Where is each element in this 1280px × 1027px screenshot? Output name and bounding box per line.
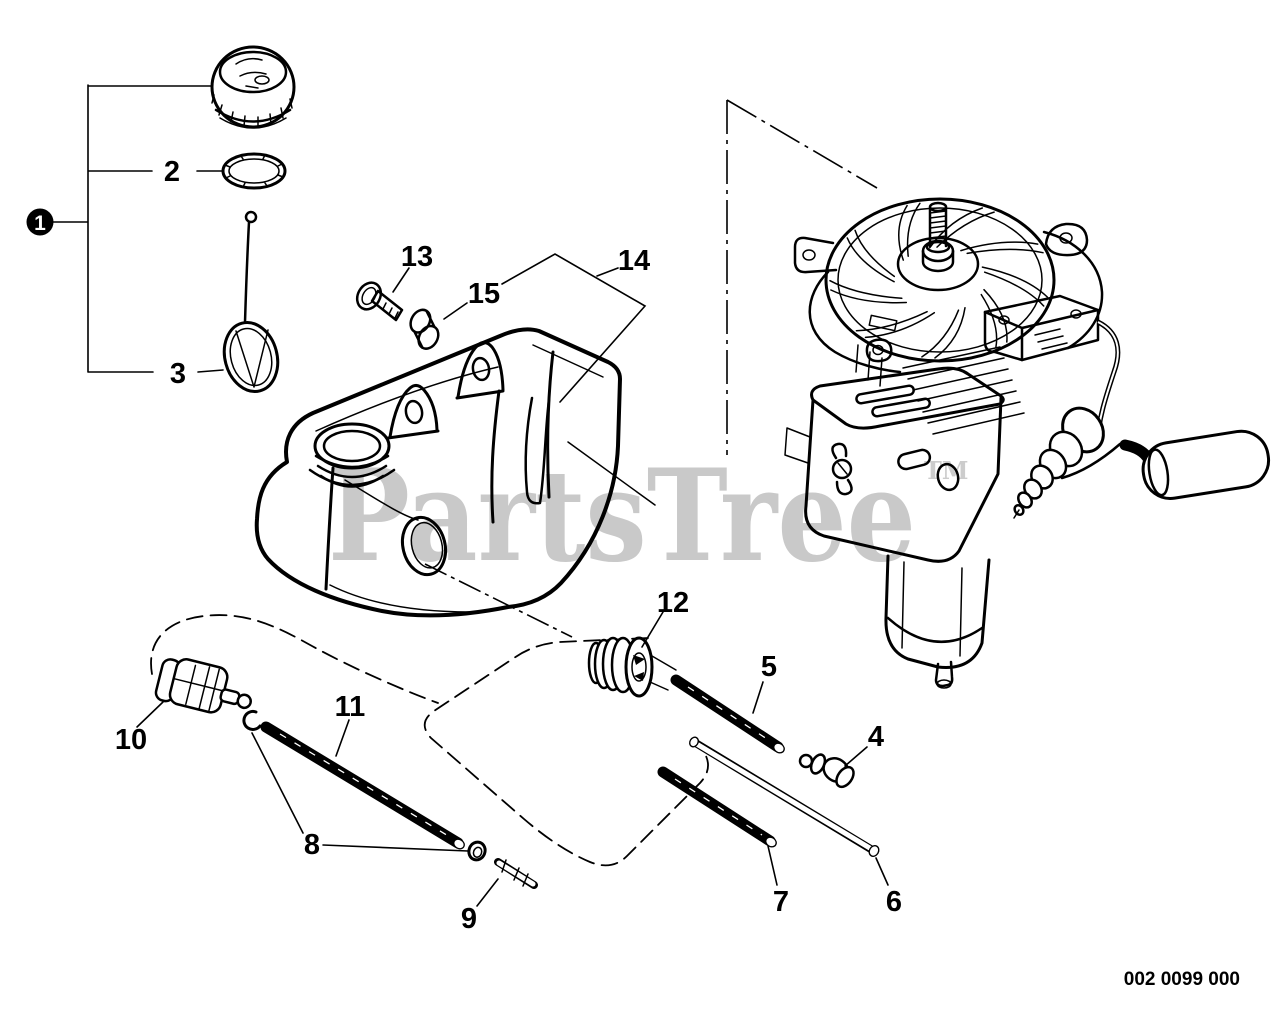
leader-5: [752, 681, 764, 714]
flywheel: [824, 197, 1056, 363]
leader-8: [251, 732, 469, 852]
engine-backplate: [808, 270, 902, 374]
leader-lines: [136, 253, 889, 907]
watermark-trademark: TM: [924, 456, 968, 485]
callout-1-badge: 1: [26, 208, 54, 236]
callout-6: 6: [886, 886, 902, 918]
leader-6: [875, 857, 889, 886]
cap-gasket: [221, 152, 287, 190]
leader-7: [767, 845, 778, 886]
leader-11: [335, 719, 350, 757]
callout-3: 3: [170, 358, 186, 390]
leader-14: [501, 253, 647, 403]
leader-13: [392, 267, 410, 293]
tank-grommet: [587, 636, 654, 698]
tank-screw: [355, 281, 404, 322]
fuel-line-5: [670, 674, 785, 754]
barb-connector: [494, 858, 538, 889]
callout-8: 8: [304, 829, 320, 861]
callout-7: 7: [773, 886, 789, 918]
callout-5: 5: [761, 651, 777, 683]
line-clip: [242, 709, 262, 731]
fuel-cap: [210, 45, 296, 129]
fuel-line-11: [260, 721, 465, 850]
callout-4: 4: [868, 721, 884, 753]
callout-14: 14: [618, 245, 650, 277]
fuel-system-parts: [154, 636, 880, 889]
o-ring: [467, 840, 487, 862]
intake-spigot-rings: [1013, 406, 1105, 519]
cap-retainer: [222, 210, 280, 393]
callout-12: 12: [657, 587, 689, 619]
callout-9: 9: [461, 903, 477, 935]
crankshaft: [896, 201, 980, 292]
part-code: 002 0099 000: [1124, 969, 1240, 990]
tank-bushing: [409, 308, 440, 350]
section-lines: [424, 99, 878, 638]
callout-2: 2: [164, 156, 180, 188]
callout-1: 1: [34, 212, 46, 235]
fuel-tank: [254, 327, 622, 618]
tank-reference-line: [567, 441, 656, 506]
ghost-path-left: [150, 614, 439, 704]
leader-9: [476, 878, 499, 907]
muffler-cover: [804, 366, 1005, 563]
starter-handle: [1060, 429, 1271, 500]
routing-ghost-outlines: [150, 614, 709, 867]
tank-grommet-axis: [424, 563, 573, 638]
watermark: PartsTree TM: [328, 442, 968, 590]
crankcase: [884, 554, 991, 689]
callout-10: 10: [115, 724, 147, 756]
fuel-line-7: [657, 766, 777, 848]
callout-1-bracket: [52, 84, 224, 373]
fuel-filter: [154, 658, 252, 714]
fuel-pipe-6: [689, 736, 880, 857]
ghost-path-middle: [423, 637, 709, 867]
leader-12: [641, 611, 664, 648]
callout-labels: 1 2 3 4 5 6 7 8 9 10 11 12 13 14 15: [26, 156, 902, 935]
engine-assembly: [784, 197, 1271, 689]
watermark-text: PartsTree: [328, 442, 916, 590]
callout-13: 13: [401, 241, 433, 273]
callout-11: 11: [335, 691, 366, 723]
leader-10: [136, 701, 164, 728]
vent-valve: [798, 753, 855, 789]
leader-4: [844, 746, 868, 767]
grommet-guide-lines: [649, 655, 677, 691]
section-line-diagonal: [726, 99, 878, 189]
leader-15: [443, 302, 468, 320]
callout-15: 15: [468, 278, 500, 310]
